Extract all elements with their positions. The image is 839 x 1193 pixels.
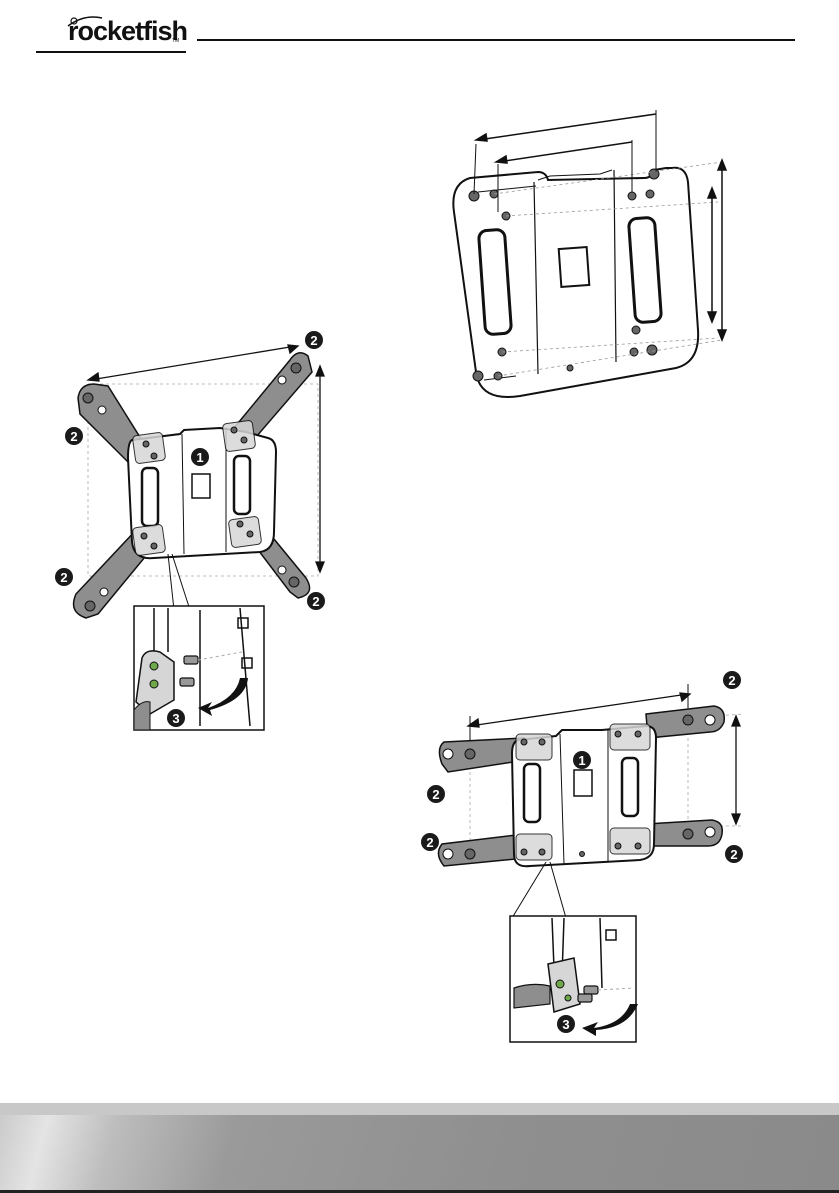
svg-text:2: 2: [730, 847, 737, 862]
callout-3: 3: [166, 708, 186, 728]
h-mount-diagram: [414, 668, 754, 1048]
callout-2: 2: [722, 670, 742, 690]
callout-1: 1: [572, 750, 592, 770]
callout-2: 2: [420, 832, 440, 852]
callout-2: 2: [724, 844, 744, 864]
svg-text:2: 2: [728, 673, 735, 688]
h-mount-figure: 2 1 2 2 2 3: [414, 668, 754, 1048]
footer-band: [0, 1103, 839, 1193]
svg-text:2: 2: [70, 429, 77, 444]
svg-text:2: 2: [312, 594, 319, 609]
callout-2: 2: [306, 591, 326, 611]
wall-plate-diagram: [430, 100, 730, 410]
wall-plate-figure: [430, 100, 730, 410]
svg-text:3: 3: [562, 1017, 569, 1032]
header-rule: [197, 39, 795, 41]
rocketfish-logo: rocketfish TM: [30, 12, 190, 60]
callout-3: 3: [556, 1014, 576, 1034]
callout-2: 2: [54, 567, 74, 587]
svg-text:2: 2: [310, 333, 317, 348]
logo-underline: [36, 51, 186, 53]
svg-text:2: 2: [432, 787, 439, 802]
svg-text:2: 2: [60, 570, 67, 585]
x-mount-figure: 2 2 1 2 2 3: [50, 322, 340, 742]
footer-top-strip: [0, 1103, 839, 1115]
svg-text:1: 1: [196, 450, 203, 465]
callout-1: 1: [190, 447, 210, 467]
trademark-mark: TM: [172, 38, 179, 44]
callout-2: 2: [304, 330, 324, 350]
svg-text:3: 3: [172, 711, 179, 726]
x-mount-diagram: [50, 322, 340, 742]
callout-2: 2: [64, 426, 84, 446]
callout-2: 2: [426, 784, 446, 804]
svg-text:2: 2: [426, 835, 433, 850]
brand-wordmark: rocketfish: [68, 16, 187, 47]
svg-text:1: 1: [578, 753, 585, 768]
